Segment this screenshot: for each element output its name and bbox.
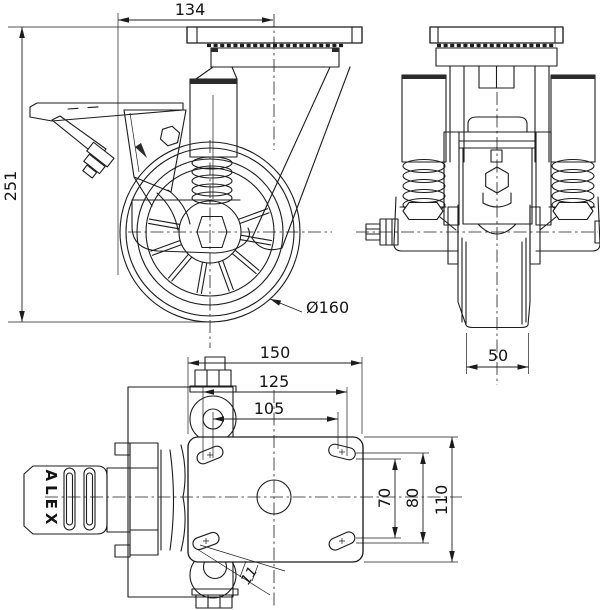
dim-label-wheel-diameter: Ø160 [306,298,349,317]
dim-label-105: 105 [254,399,285,418]
dim-label-150: 150 [260,343,291,362]
spring-housings-side [401,74,596,213]
dim-wheel-width-50: 50 [466,333,529,374]
top-plate-side [429,26,564,67]
top-plate-front [186,26,363,68]
brake-adjuster-bolt [82,141,115,179]
plate-bolt-slots [192,443,356,551]
dim-label-70: 70 [375,488,394,508]
kingpin-bolt-bottom [191,588,239,609]
brand-label: ALEX [42,470,60,529]
dim-label-80: 80 [403,488,422,508]
brake-pedal-bar [29,102,184,122]
suspension-spring-front [191,156,233,205]
axle-brackets-side [365,196,600,252]
dim-overall-height-251: 251 [1,26,215,323]
dim-bolt-span-125: 125 [202,372,348,460]
brake-lever-plate [123,109,187,193]
brake-direction-arrow [135,143,147,158]
bracket-hex-nut-left [402,201,444,221]
dim-label-110: 110 [432,485,451,516]
dimensions: 134 251 Ø160 50 150 125 [1,0,529,596]
dim-bolt-span-105: 105 [212,399,339,458]
wheel-side [447,204,541,329]
dim-bolt-pitch-70: 70 [356,458,401,539]
swivel-fork-front [189,66,351,251]
dim-wheel-diameter-160: Ø160 [269,298,349,317]
swivel-head-side [449,65,550,163]
dim-bolt-pitch-80: 80 [356,452,429,544]
wheel-spokes [148,208,272,294]
brake-release-rod [51,115,107,159]
dim-label-125: 125 [259,372,290,391]
dim-label-slot-angle: 11 [238,564,261,588]
wheel-bracket-side [443,116,552,235]
dim-label-50: 50 [488,346,508,365]
dim-label-134: 134 [175,0,206,19]
front-view [29,14,363,348]
brake-pedal-top-view: ALEX [23,465,108,535]
lever-hex-hole [159,125,181,147]
bracket-hex-nut-right [552,201,594,221]
dim-plate-width-110: 110 [364,436,458,563]
dim-swivel-offset-134: 134 [117,0,273,275]
brake-housing-top-view [106,442,186,558]
side-view [356,26,600,385]
brake-assembly-front [29,102,191,231]
dim-label-251: 251 [1,171,20,202]
dim-plate-length-150: 150 [187,343,363,434]
